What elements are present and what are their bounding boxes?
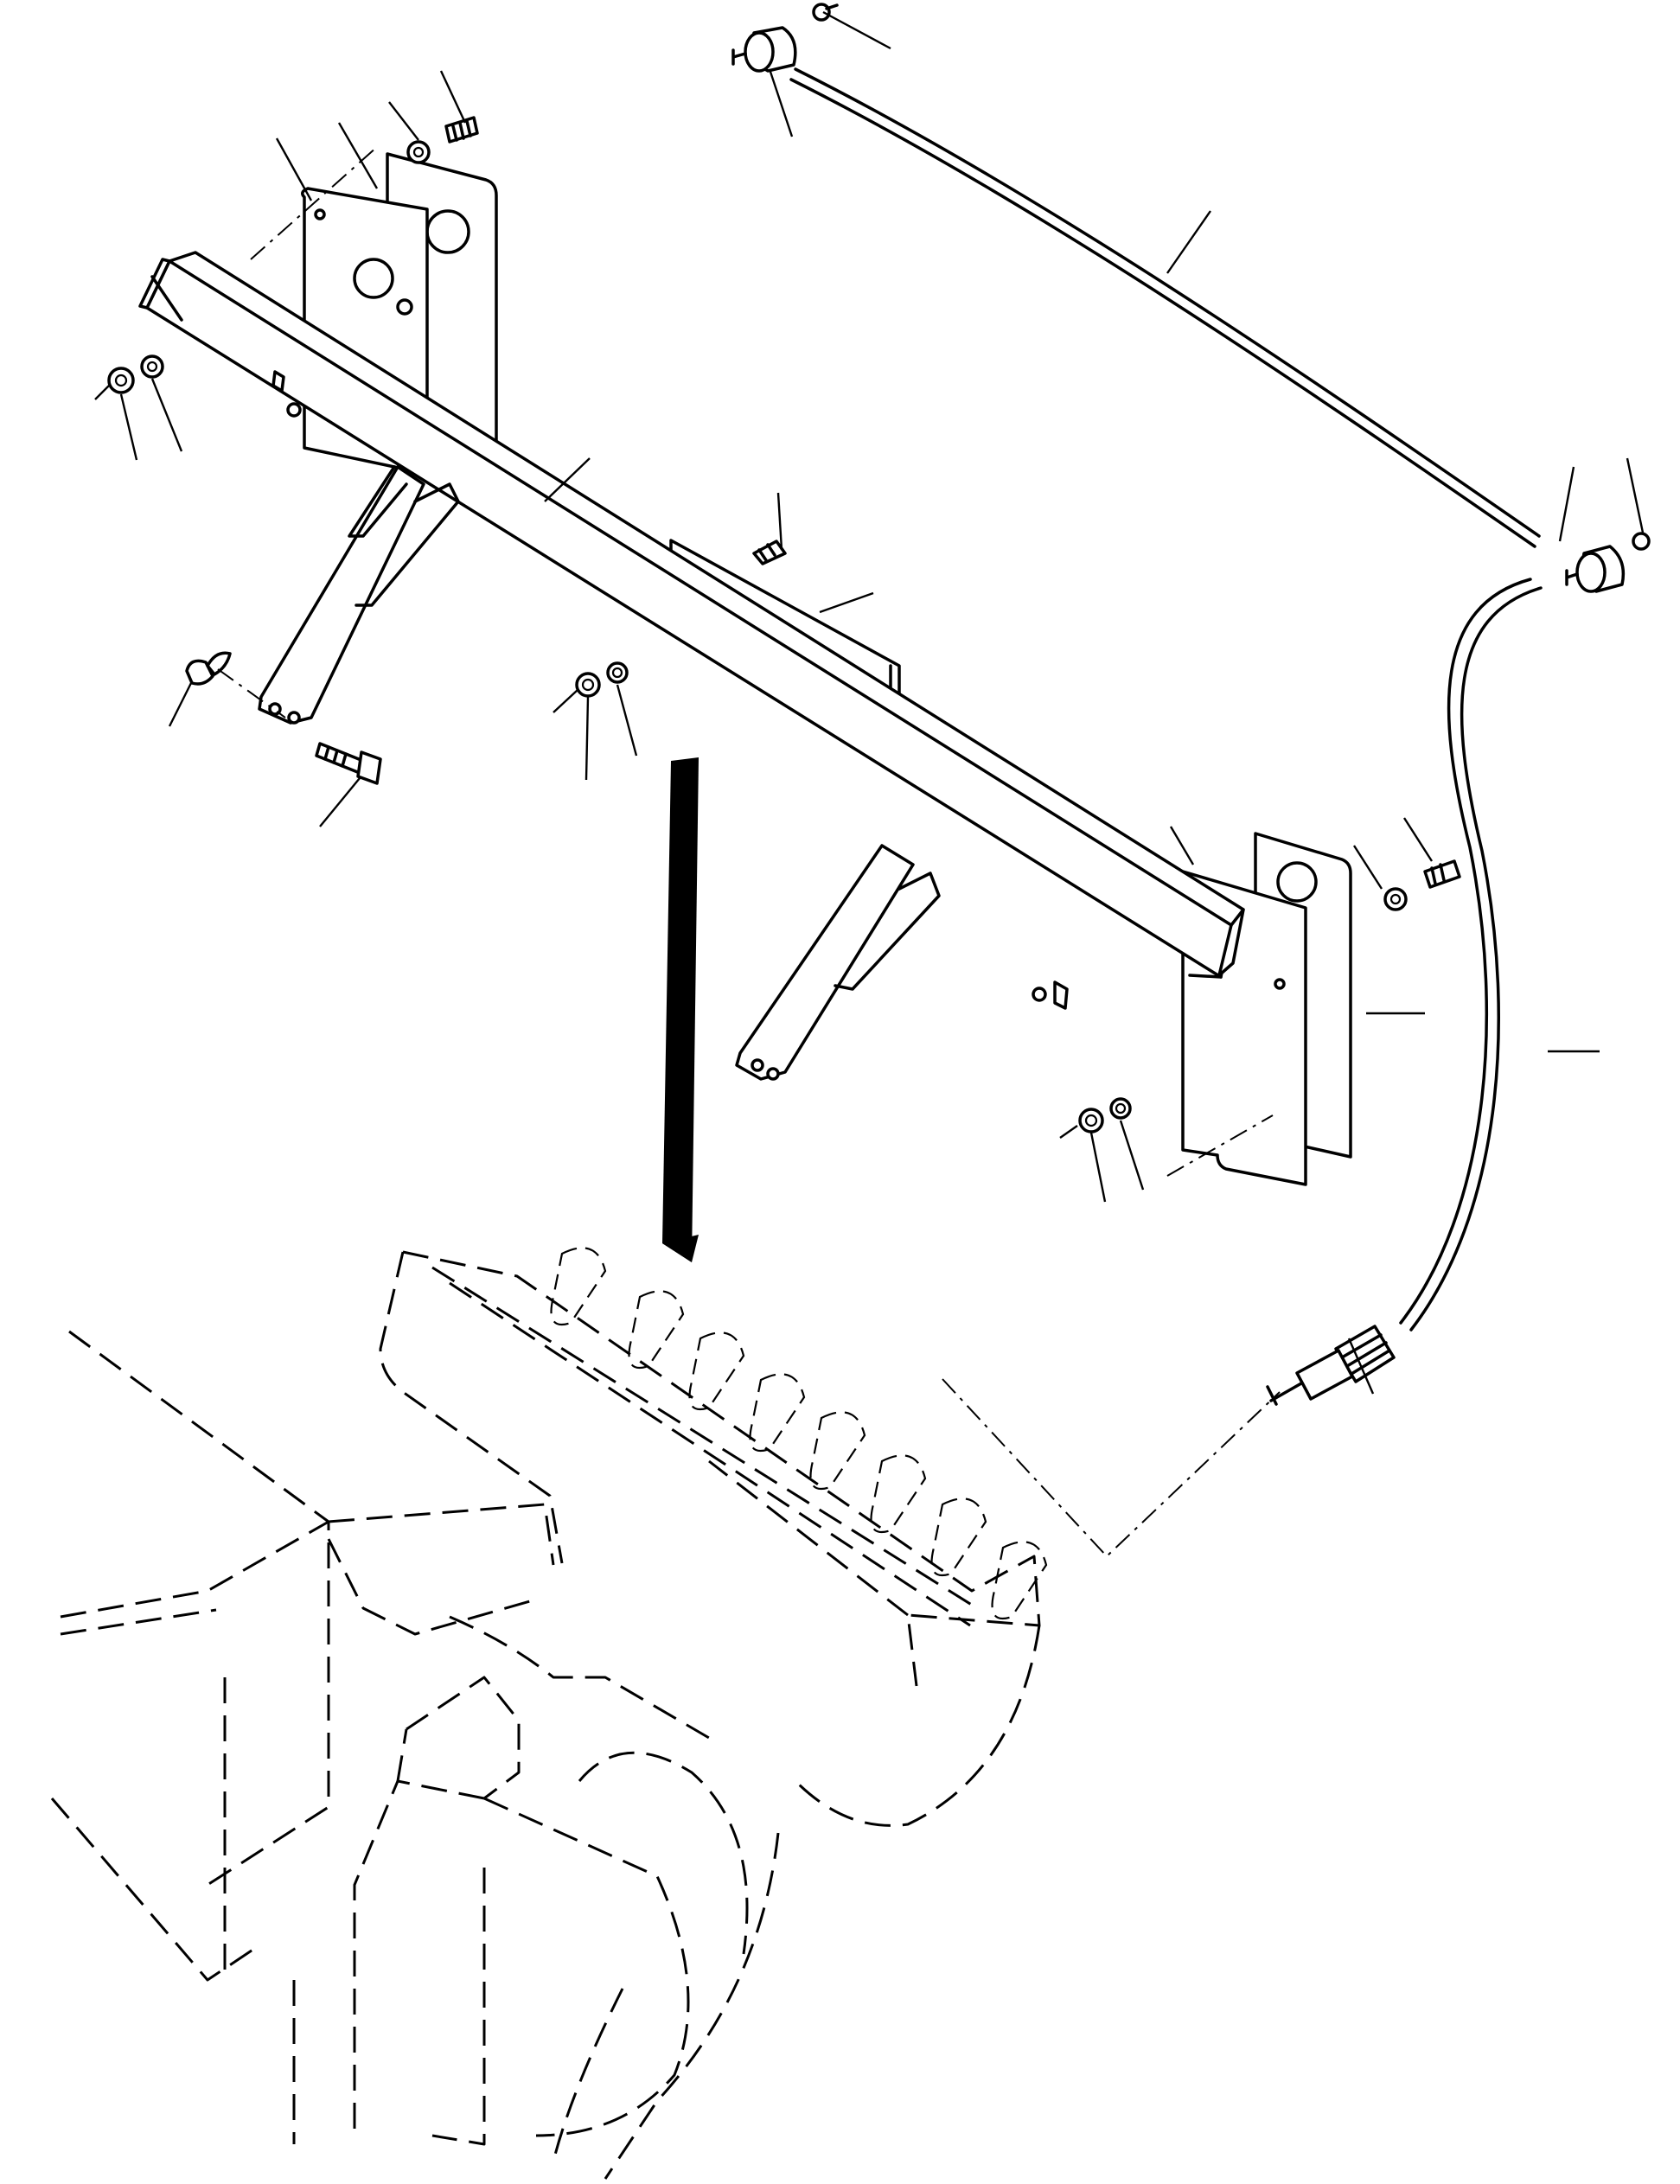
bucket-outline (379, 1250, 1041, 1827)
bracket-leg-right (735, 844, 941, 1081)
connector-top (731, 3, 839, 73)
connector-right (1565, 532, 1651, 593)
wing-nut (185, 651, 232, 686)
hardware-nuts-washers (107, 116, 1461, 1134)
machine-outline (50, 1330, 780, 2180)
cross-bar (138, 251, 1245, 1010)
leader-lines (94, 10, 1645, 1395)
bolt (315, 742, 382, 785)
plug-bottom (1266, 1325, 1396, 1406)
bucket-teeth (550, 1247, 1048, 1619)
assembly-arrow (662, 757, 699, 1262)
cable-lower (1399, 578, 1543, 1331)
cable-upper (789, 67, 1541, 548)
assembly-lines (217, 146, 1281, 1558)
bracket-leg-left (258, 465, 460, 725)
